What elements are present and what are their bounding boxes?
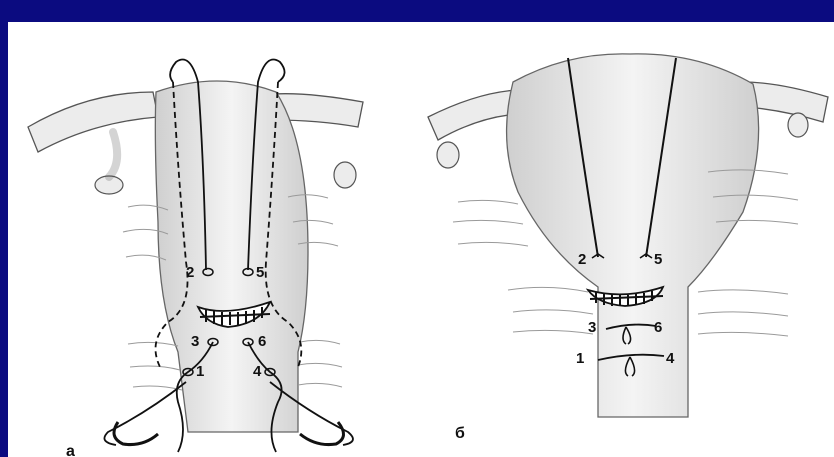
right-ovary-stub [334,162,356,188]
suture-num-2-b: 2 [578,251,586,268]
suture-num-6-a: 6 [258,333,266,350]
surgical-illustration: 2 5 3 6 1 4 а [8,22,834,457]
suture-num-2-a: 2 [186,264,194,281]
suture-num-4-b: 4 [666,350,675,367]
panel-a-figure [28,60,363,453]
panel-label-b: б [455,425,465,442]
left-tube-a [28,92,158,152]
suture-num-3-b: 3 [588,319,596,336]
suture-num-4-a: 4 [253,363,262,380]
left-tube-b [428,90,518,140]
suture-num-1-b: 1 [576,350,584,367]
suture-num-1-a: 1 [196,363,204,380]
suture-num-3-a: 3 [191,333,199,350]
uterus-a [155,81,308,432]
illustration-area: 2 5 3 6 1 4 а [8,22,834,457]
suture-num-5-b: 5 [654,251,662,268]
suture-num-6-b: 6 [654,319,662,336]
left-ovary-b [437,142,459,168]
thread-left-a [104,382,186,445]
suture-num-5-a: 5 [256,264,264,281]
panel-label-a: а [66,443,75,457]
panel-b-figure [428,54,828,417]
right-ovary-b [788,113,808,137]
